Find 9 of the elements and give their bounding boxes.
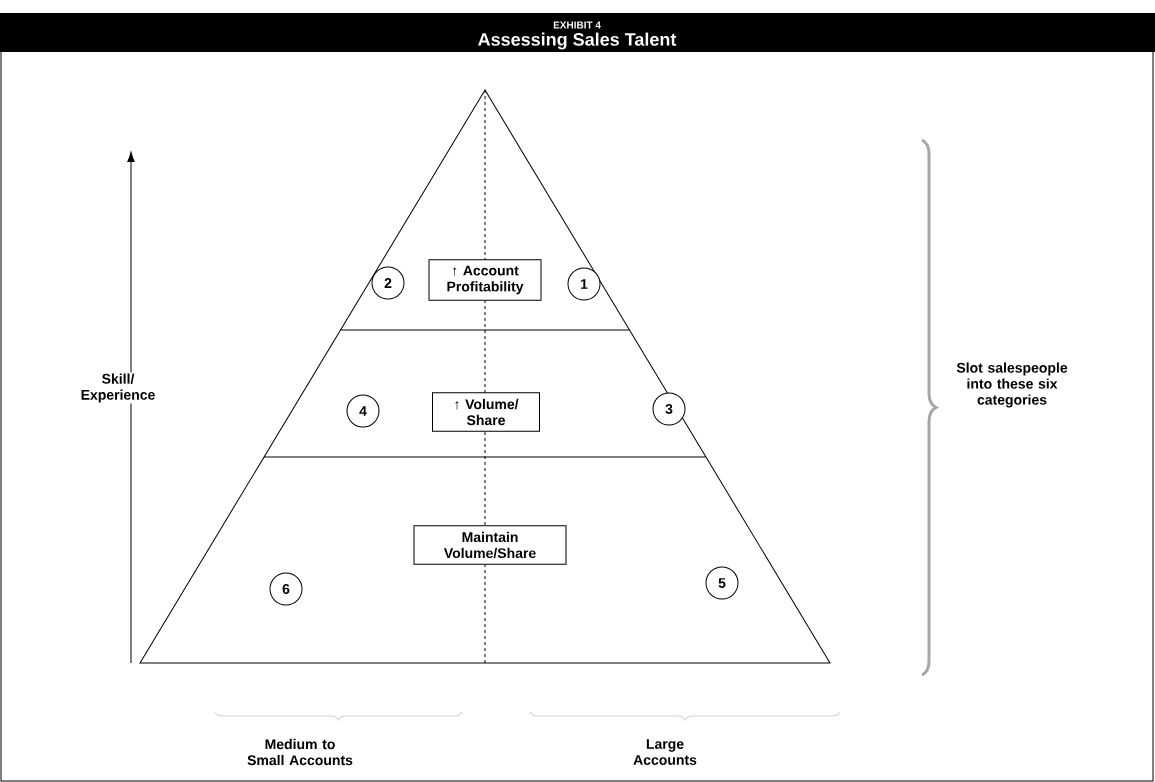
category-box: ↑ Volume/ Share	[432, 392, 540, 432]
axis-label: Slot salespeople into these six categories	[953, 361, 1071, 409]
title: Assessing Sales Talent	[478, 32, 677, 50]
axis-label: Skill/ Experience	[69, 372, 167, 404]
exhibit-label: EXHIBIT 4	[553, 21, 601, 29]
category-box: ↑ Account Profitability	[428, 259, 542, 301]
category-box: Maintain Volume/Share	[413, 525, 567, 565]
axis-label: Medium to Small Accounts	[236, 737, 364, 767]
axis-label: Large Accounts	[624, 738, 706, 766]
